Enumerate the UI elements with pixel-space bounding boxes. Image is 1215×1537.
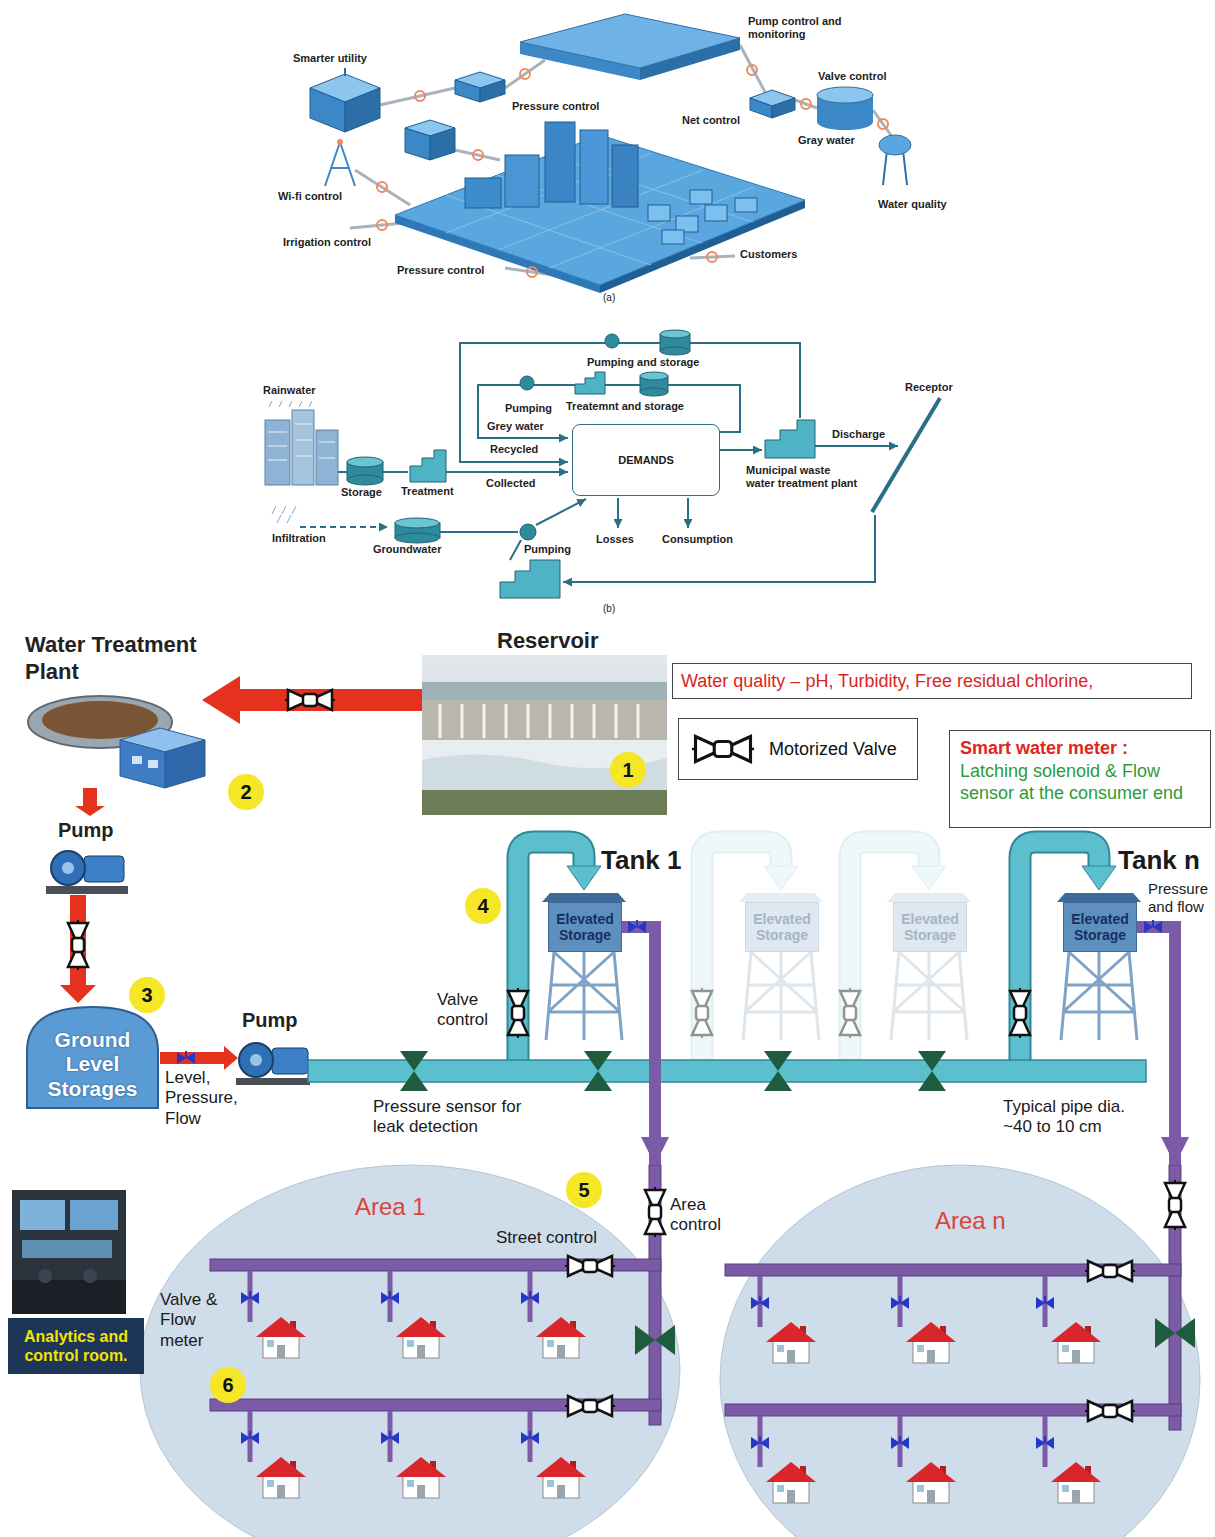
pipe-connector	[1137, 927, 1175, 1165]
text-label: Net control	[682, 114, 740, 127]
callout-number: 4	[465, 888, 501, 924]
text-label: (b)	[603, 603, 615, 615]
text-label: Water Treatment Plant	[25, 632, 240, 686]
callout-number: 3	[129, 977, 165, 1013]
text-label: Area control	[670, 1195, 740, 1236]
tank-heading: Tank n	[1118, 845, 1200, 876]
text-label: Valve control	[437, 990, 499, 1031]
text-label: Infiltration	[272, 532, 326, 545]
text-label: Valve control	[818, 70, 886, 83]
node-text: Smart water meter :	[960, 737, 1128, 760]
elevated-tank: Elevated Storage	[745, 902, 819, 952]
distribution-network-illustration	[12, 655, 1200, 1537]
water-cycle-flow	[265, 330, 940, 598]
text-label: Pumping and storage	[587, 356, 699, 369]
text-label: Typical pipe dia. ~40 to 10 cm	[1003, 1097, 1153, 1138]
node-text: Area n	[935, 1207, 1006, 1235]
valve-symbol	[628, 920, 646, 933]
callout-number: 2	[228, 774, 264, 810]
callout-number: 6	[210, 1367, 246, 1403]
text-label: Pump	[242, 1008, 298, 1032]
text-label: Pressure control	[397, 264, 484, 277]
text-label: Treatemnt and storage	[566, 400, 684, 413]
text-label: Groundwater	[373, 543, 441, 556]
text-label: Customers	[740, 248, 797, 261]
valve-symbol	[692, 737, 755, 762]
text-label: Pressure and flow	[1148, 880, 1212, 916]
text-label: Pump	[58, 818, 114, 842]
node-text: Latching solenoid & Flow sensor at the c…	[960, 760, 1200, 805]
note-box: Smart water meter :Latching solenoid & F…	[949, 730, 1211, 828]
text-label: Rainwater	[263, 384, 316, 397]
text-label: Valve & Flow meter	[160, 1290, 220, 1351]
text-label: Level, Pressure, Flow	[165, 1068, 245, 1129]
text-label: Gray water	[798, 134, 855, 147]
text-label: Discharge	[832, 428, 885, 441]
node-text: Elevated Storage	[896, 911, 964, 943]
text-label: Wi-fi control	[278, 190, 342, 203]
text-label: Pressure sensor for leak detection	[373, 1097, 523, 1138]
legend-box: Motorized Valve	[678, 718, 918, 780]
text-label: Storage	[341, 486, 382, 499]
valve-symbol	[691, 734, 755, 764]
text-label: Collected	[486, 477, 536, 490]
elevated-tank: Tank 1Elevated Storage	[548, 902, 622, 952]
text-label: Reservoir	[497, 628, 599, 655]
process-box: DEMANDS	[572, 424, 720, 496]
node-text: Analytics and control room.	[12, 1327, 140, 1365]
text-label: Pump control and monitoring	[748, 15, 868, 41]
node-text: Elevated Storage	[551, 911, 619, 943]
text-label: Water quality	[878, 198, 947, 211]
storage-dome: Ground Level Storages	[25, 1005, 160, 1110]
service-area: Area 1	[140, 1165, 680, 1537]
text-label: Pumping	[505, 402, 552, 415]
pipe-connector	[622, 927, 655, 1165]
callout-number: 1	[610, 752, 646, 788]
elevated-tank: Elevated Storage	[893, 902, 967, 952]
text-label: Recycled	[490, 443, 538, 456]
valve-symbol	[1144, 920, 1162, 933]
text-label: Consumption	[662, 533, 733, 546]
text-label: Treatment	[401, 485, 454, 498]
text-label: Pumping	[524, 543, 571, 556]
node-text: Ground Level Storages	[38, 1028, 148, 1100]
node-text: DEMANDS	[618, 454, 674, 466]
text-label: Pressure control	[512, 100, 599, 113]
elevated-tank: Tank nElevated Storage	[1063, 902, 1137, 952]
legend-text: Motorized Valve	[769, 739, 897, 760]
note-box: Water quality – pH, Turbidity, Free resi…	[672, 663, 1192, 699]
text-label: Receptor	[905, 381, 953, 394]
control-room-box: Analytics and control room.	[8, 1318, 144, 1374]
callout-number: 5	[566, 1172, 602, 1208]
service-area: Area n	[720, 1165, 1200, 1537]
node-text: Water quality – pH, Turbidity, Free resi…	[681, 671, 1093, 692]
node-text: Elevated Storage	[1066, 911, 1134, 943]
text-label: Municipal waste water treatment plant	[746, 464, 858, 490]
text-label: Street control	[496, 1228, 597, 1248]
text-label: Losses	[596, 533, 634, 546]
text-label: (a)	[603, 292, 615, 304]
node-text: Area 1	[355, 1193, 426, 1221]
node-text: Elevated Storage	[748, 911, 816, 943]
text-label: Irrigation control	[283, 236, 371, 249]
tank-heading: Tank 1	[601, 845, 681, 876]
smart-city-illustration	[310, 14, 911, 293]
text-label: Smarter utility	[293, 52, 367, 65]
text-label: Grey water	[487, 420, 544, 433]
